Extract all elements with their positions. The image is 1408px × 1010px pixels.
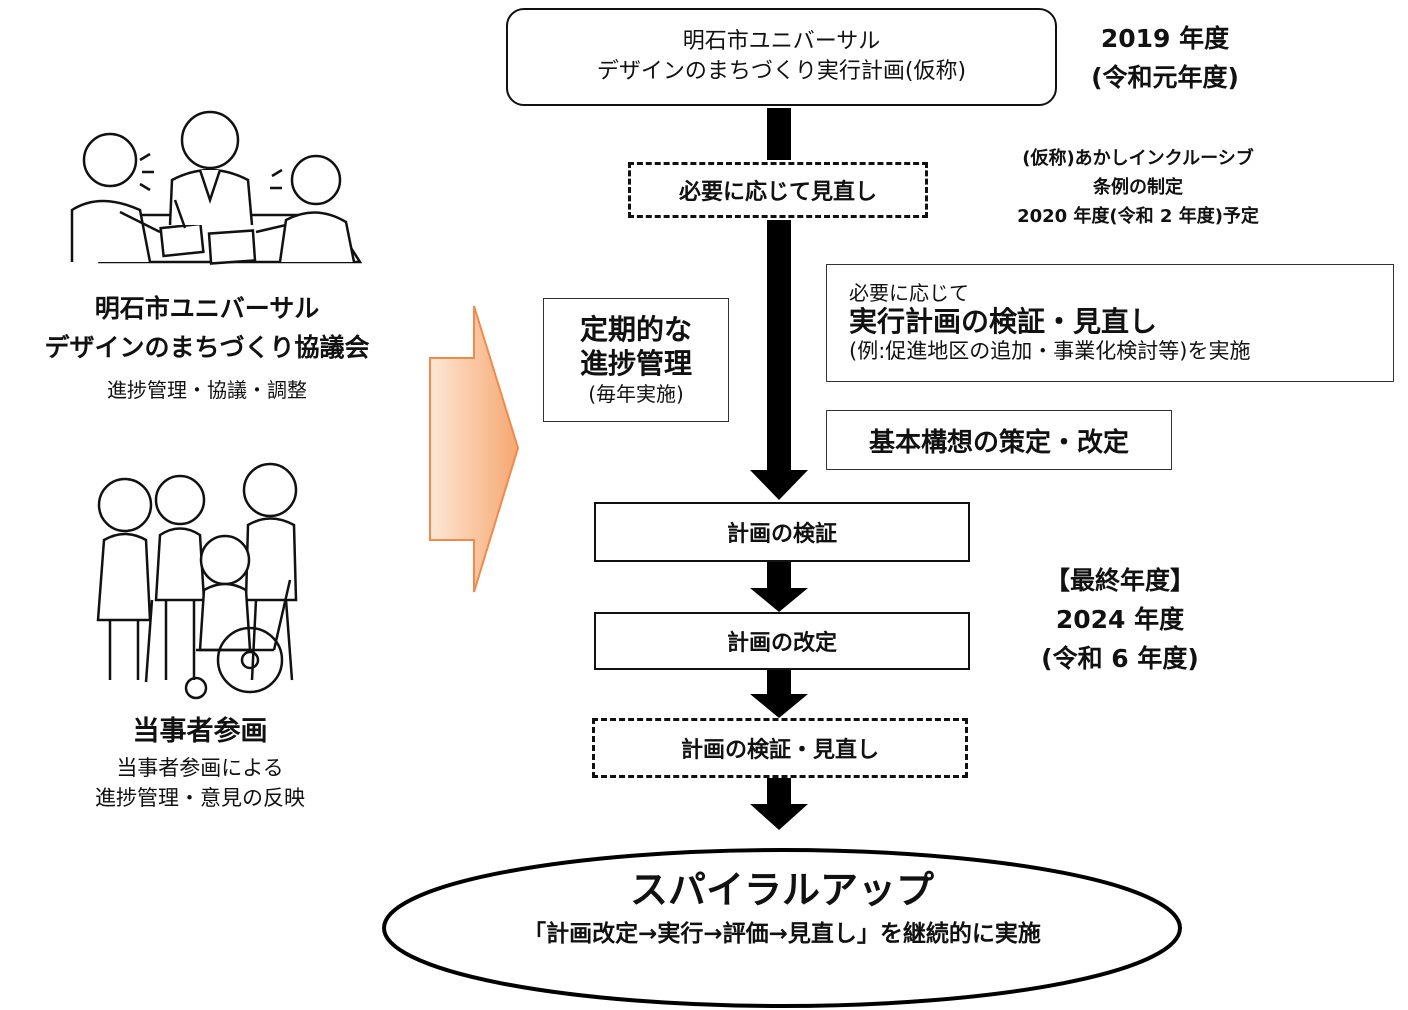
participation-desc-line2: 進捗管理・意見の反映 <box>95 785 305 810</box>
flow-verify-review-box: 計画の検証・見直し <box>592 718 968 778</box>
ordinance-line1: (仮称)あかしインクルーシブ <box>1022 148 1254 169</box>
final-year-label: 【最終年度】 2024 年度 (令和 6 年度) <box>1010 562 1230 678</box>
review-as-needed-label: 必要に応じて見直し <box>678 180 877 205</box>
periodic-line2: 進捗管理 <box>579 347 692 380</box>
final-year-line3: (令和 6 年度) <box>1041 643 1199 673</box>
top-plan-line1: 明石市ユニバーサル <box>682 29 881 55</box>
council-block: 明石市ユニバーサル デザインのまちづくり協議会 進捗管理・協議・調整 <box>0 290 414 403</box>
flow-revise-box: 計画の改定 <box>594 612 970 670</box>
flow-arrow-4-stem <box>767 778 791 806</box>
council-role: 進捗管理・協議・調整 <box>107 377 307 402</box>
flow-arrow-4 <box>750 804 808 830</box>
flow-verify-label: 計画の検証 <box>726 522 837 547</box>
periodic-progress-box: 定期的な 進捗管理 (毎年実施) <box>543 298 729 422</box>
year-2019-line1: 2019 年度 <box>1100 24 1230 53</box>
council-name-line1: 明石市ユニバーサル <box>94 294 320 323</box>
participation-title: 当事者参画 <box>132 716 268 747</box>
review-as-needed-box: 必要に応じて見直し <box>628 162 928 218</box>
flow-arrow-2 <box>750 588 808 612</box>
flow-verify-review-label: 計画の検証・見直し <box>680 738 879 763</box>
flow-arrow-1 <box>750 470 808 500</box>
plan-review-line3: (例:促進地区の追加・事業化検討等)を実施 <box>849 339 1251 364</box>
spiral-subtitle: 「計画改定→実行→評価→見直し」を継続的に実施 <box>523 921 1041 948</box>
plan-review-line1: 必要に応じて <box>849 280 969 305</box>
periodic-line1: 定期的な <box>579 313 692 347</box>
spiral-text: スパイラルアップ 「計画改定→実行→評価→見直し」を継続的に実施 <box>400 866 1164 954</box>
top-plan-box: 明石市ユニバーサル デザインのまちづくり実行計画(仮称) <box>506 8 1057 106</box>
participation-block: 当事者参画 当事者参画による 進捗管理・意見の反映 <box>30 712 370 813</box>
flow-revise-label: 計画の改定 <box>726 631 837 656</box>
plan-review-box: 必要に応じて 実行計画の検証・見直し (例:促進地区の追加・事業化検討等)を実施 <box>826 264 1394 382</box>
final-year-line2: 2024 年度 <box>1055 604 1185 634</box>
flow-spine-top <box>767 108 791 160</box>
flow-verify-box: 計画の検証 <box>594 502 970 562</box>
top-plan-line2: デザインのまちづくり実行計画(仮称) <box>596 59 967 84</box>
ordinance-line2: 条例の制定 <box>1093 176 1183 198</box>
year-2019-line2: (令和元年度) <box>1091 62 1239 92</box>
flow-arrow-2-stem <box>767 562 791 590</box>
spiral-ellipse <box>382 848 1182 1008</box>
ordinance-line3: 2020 年度(令和 2 年度)予定 <box>1017 205 1259 227</box>
periodic-line3: (毎年実施) <box>588 381 684 406</box>
ordinance-note: (仮称)あかしインクルーシブ 条例の制定 2020 年度(令和 2 年度)予定 <box>948 145 1328 231</box>
year-2019-label: 2019 年度 (令和元年度) <box>1070 20 1260 98</box>
spiral-title: スパイラルアップ <box>629 868 934 912</box>
plan-review-line2: 実行計画の検証・見直し <box>849 304 1158 338</box>
orange-direction-arrow <box>429 305 520 593</box>
flow-arrow-3 <box>750 694 808 718</box>
council-name-line2: デザインのまちづくり協議会 <box>44 332 370 362</box>
group-people-wheelchair-illustration <box>96 462 298 700</box>
flow-arrow-3-stem <box>767 670 791 696</box>
final-year-line1: 【最終年度】 <box>1044 566 1195 595</box>
flow-spine-main <box>767 220 791 480</box>
basic-concept-box: 基本構想の策定・改定 <box>826 410 1172 470</box>
meeting-people-illustration <box>70 110 363 265</box>
basic-concept-label: 基本構想の策定・改定 <box>868 427 1129 458</box>
participation-desc-line1: 当事者参画による <box>116 755 284 780</box>
